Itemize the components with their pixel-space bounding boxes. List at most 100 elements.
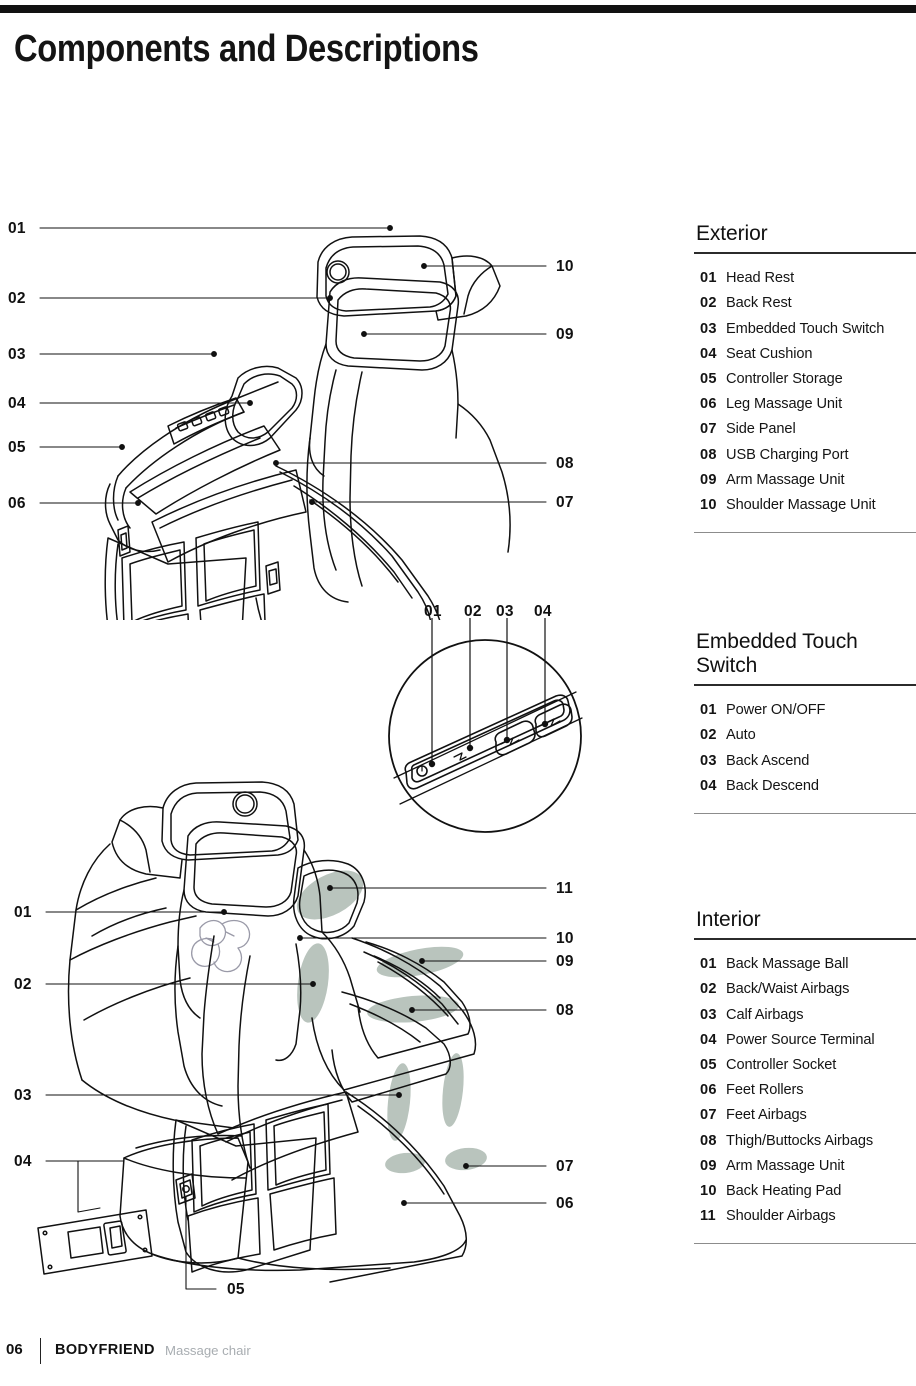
item-number: 10	[700, 1182, 717, 1199]
item-number: 01	[700, 956, 717, 973]
item-number: 03	[700, 1006, 717, 1023]
list-interior: 01 Back Massage Ball 02 Back/Waist Airbags…	[694, 952, 916, 1229]
item-label: Back Rest	[726, 295, 792, 312]
callout-exterior-03: 03	[8, 346, 26, 363]
callout-exterior-02: 02	[8, 290, 26, 307]
item-number: 09	[700, 471, 717, 488]
callout-exterior-08: 08	[556, 455, 574, 472]
callout-exterior-07: 07	[556, 494, 574, 511]
item-label: Back Massage Ball	[726, 956, 849, 973]
item-label: Back/Waist Airbags	[726, 981, 850, 998]
list-item: 04 Power Source Terminal	[700, 1028, 916, 1053]
callout-interior-06: 06	[556, 1195, 574, 1212]
list-item: 03 Back Ascend	[700, 749, 916, 774]
item-label: Shoulder Massage Unit	[726, 496, 876, 513]
item-label: Back Descend	[726, 777, 819, 794]
item-label: Back Heating Pad	[726, 1182, 842, 1199]
item-label: Controller Socket	[726, 1056, 837, 1073]
callout-interior-10: 10	[556, 930, 574, 947]
top-rule	[0, 5, 916, 13]
callout-exterior-01: 01	[8, 220, 26, 237]
item-number: 04	[700, 1031, 717, 1048]
figure-touch-switch-detail	[370, 618, 600, 848]
callout-touch-03: 03	[496, 603, 514, 620]
item-number: 04	[700, 345, 717, 362]
callout-interior-08: 08	[556, 1002, 574, 1019]
list-item: 08 USB Charging Port	[700, 443, 916, 468]
item-label: Side Panel	[726, 421, 796, 438]
item-number: 08	[700, 446, 717, 463]
callout-interior-09: 09	[556, 953, 574, 970]
item-number: 07	[700, 421, 717, 438]
list-item: 02 Back/Waist Airbags	[700, 977, 916, 1002]
section-rule-embedded-touch-switch	[694, 684, 916, 687]
section-title-embedded-touch-switch: Embedded Touch Switch	[696, 630, 858, 678]
item-label: Auto	[726, 727, 756, 744]
item-number: 06	[700, 1082, 717, 1099]
item-label: USB Charging Port	[726, 446, 849, 463]
callout-touch-02: 02	[464, 603, 482, 620]
item-label: Feet Rollers	[726, 1082, 804, 1099]
figure-exterior-chair	[0, 120, 620, 620]
callout-exterior-05: 05	[8, 439, 26, 456]
callout-interior-02: 02	[14, 976, 32, 993]
item-number: 02	[700, 981, 717, 998]
callout-interior-03: 03	[14, 1087, 32, 1104]
item-number: 05	[700, 1056, 717, 1073]
section-title-interior: Interior	[696, 908, 761, 931]
list-item: 01 Back Massage Ball	[700, 952, 916, 977]
item-label: Arm Massage Unit	[726, 471, 845, 488]
section-end-rule-exterior	[694, 532, 916, 534]
callout-interior-04: 04	[14, 1153, 32, 1170]
callout-interior-11: 11	[556, 880, 573, 897]
item-number: 07	[700, 1107, 717, 1124]
list-item: 07 Side Panel	[700, 417, 916, 442]
footer-product: Massage chair	[165, 1343, 251, 1358]
section-end-rule-interior	[694, 1243, 916, 1245]
item-number: 10	[700, 496, 717, 513]
item-number: 01	[700, 270, 717, 287]
item-number: 06	[700, 396, 717, 413]
footer-page-number: 06	[6, 1341, 23, 1358]
item-number: 04	[700, 777, 717, 794]
footer-brand: BODYFRIEND	[55, 1342, 155, 1358]
item-label: Controller Storage	[726, 370, 843, 387]
item-label: Power ON/OFF	[726, 702, 826, 719]
callout-touch-01: 01	[424, 603, 442, 620]
item-label: Feet Airbags	[726, 1107, 807, 1124]
item-label: Seat Cushion	[726, 345, 813, 362]
list-item: 10 Shoulder Massage Unit	[700, 493, 916, 518]
item-number: 03	[700, 752, 717, 769]
list-item: 07 Feet Airbags	[700, 1103, 916, 1128]
section-rule-interior	[694, 938, 916, 941]
list-item: 01 Head Rest	[700, 266, 916, 291]
page-footer: 06 BODYFRIEND Massage chair	[0, 1338, 916, 1364]
section-title-exterior: Exterior	[696, 222, 768, 245]
item-label: Shoulder Airbags	[726, 1208, 836, 1225]
page-title: Components and Descriptions	[14, 28, 479, 70]
item-number: 09	[700, 1157, 717, 1174]
list-item: 06 Feet Rollers	[700, 1078, 916, 1103]
callout-exterior-10: 10	[556, 258, 574, 275]
list-item: 04 Back Descend	[700, 774, 916, 799]
callout-interior-07: 07	[556, 1158, 574, 1175]
item-label: Power Source Terminal	[726, 1031, 875, 1048]
item-label: Back Ascend	[726, 752, 810, 769]
item-label: Head Rest	[726, 270, 795, 287]
item-label: Thigh/Buttocks Airbags	[726, 1132, 874, 1149]
section-rule-exterior	[694, 252, 916, 255]
section-interior: Interior 01 Back Massage Ball 02 Back/Wais…	[694, 908, 916, 1245]
figure-interior-chair	[0, 760, 620, 1300]
